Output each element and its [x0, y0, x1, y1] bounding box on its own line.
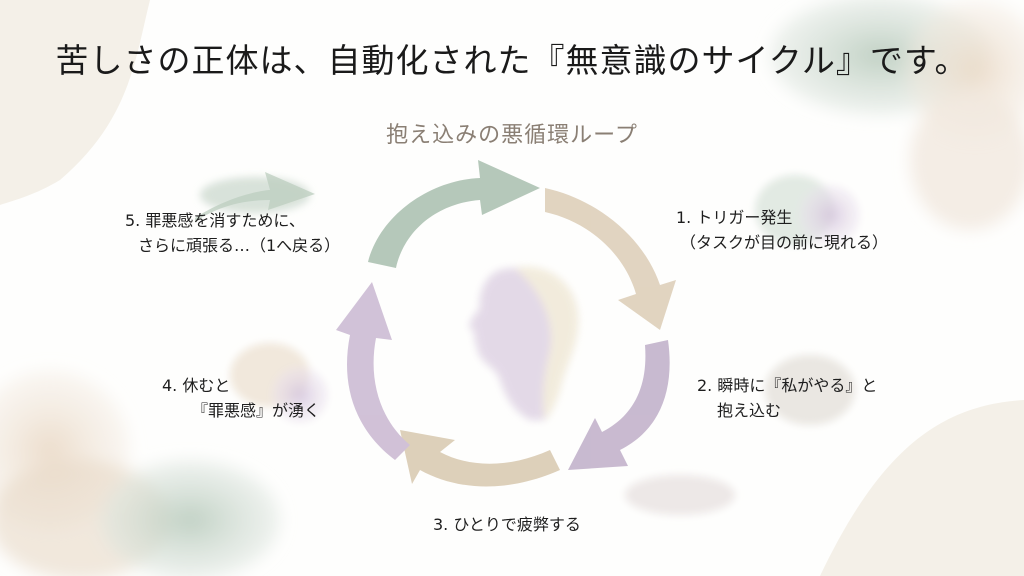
step-2-line2: 抱え込む [717, 401, 782, 420]
arrow-lavender-right-icon [568, 340, 670, 470]
cycle-step-1: 1. トリガー発生 （タスクが目の前に現れる） [676, 205, 888, 255]
arrow-beige-top-icon [545, 188, 676, 330]
cycle-step-4: 4. 休むと 『罪悪感』が湧く [162, 373, 320, 423]
blob-step2 [765, 355, 855, 425]
diagram-subtitle: 抱え込みの悪循環ループ [386, 123, 638, 148]
step-2-line1: 2. 瞬時に『私がやる』と [697, 376, 878, 395]
cycle-step-5: 5. 罪悪感を消すために、 さらに頑張る…（1へ戻る） [125, 208, 340, 258]
watercolor-bottom-left [0, 370, 280, 576]
step-3-line1: 3. ひとりで疲弊する [433, 515, 581, 534]
step-1-line2: （タスクが目の前に現れる） [680, 233, 889, 252]
arrow-beige-bottom-icon [400, 430, 560, 487]
sage-arrow-decoration-icon [195, 172, 315, 222]
step-4-line1: 4. 休むと [162, 376, 231, 395]
blob-step3 [625, 475, 735, 515]
blob-step4b [272, 367, 328, 423]
step-1-line1: 1. トリガー発生 [676, 208, 793, 227]
arrow-lavender-left-icon [336, 282, 410, 460]
watercolor-top-right [770, 0, 1024, 230]
step-4-line2: 『罪悪感』が湧く [192, 401, 321, 420]
blob-step1b [800, 185, 860, 245]
step-5-line1: 5. 罪悪感を消すために、 [125, 211, 305, 230]
arrow-sage-icon [368, 160, 540, 268]
cream-shape-bottom-right [820, 400, 1024, 576]
step-5-line2: さらに頑張る…（1へ戻る） [138, 236, 341, 255]
woman-profile-icon [469, 266, 579, 420]
cycle-step-2: 2. 瞬時に『私がやる』と 抱え込む [697, 373, 877, 423]
cream-shape-top-left [0, 0, 150, 205]
cycle-step-3: 3. ひとりで疲弊する [433, 512, 581, 537]
cycle-arrows [336, 160, 676, 487]
page-title: 苦しさの正体は、自動化された『無意識のサイクル』です。 [55, 41, 969, 80]
